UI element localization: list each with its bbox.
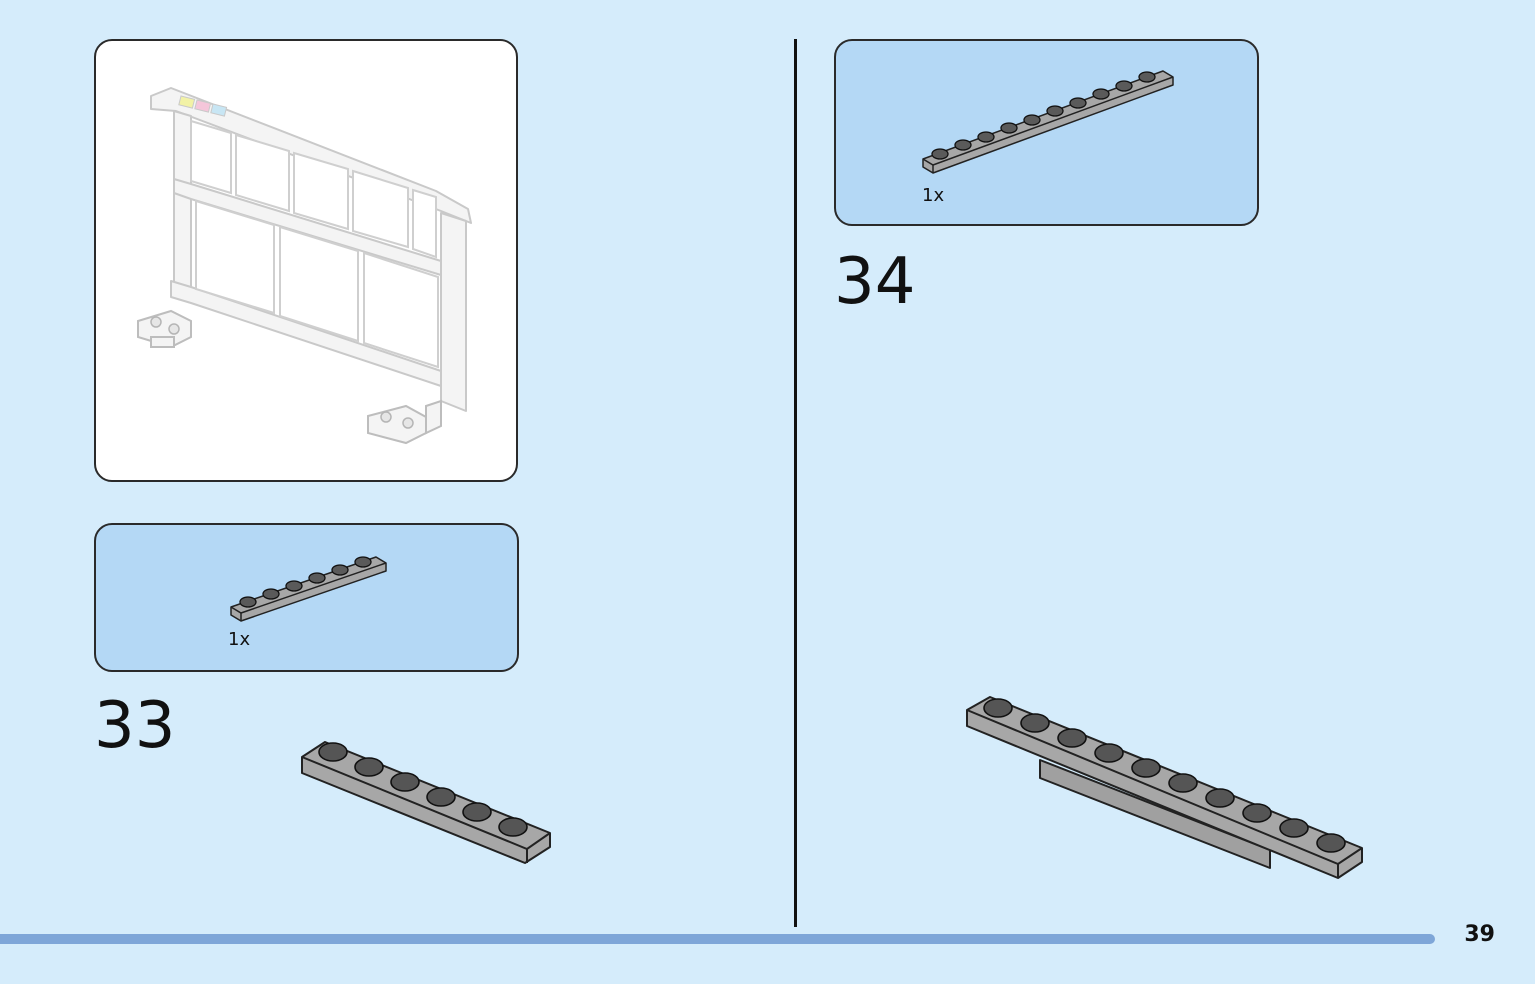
plate-1x6-assembly-image [301,741,551,864]
parts-needed-box-step-34: 1x [834,39,1259,226]
progress-bar [0,934,1435,944]
part-quantity: 1x [922,185,945,206]
model-preview-box [94,39,518,482]
plate-1x10-part-icon [922,70,1174,174]
step-number-33: 33 [94,689,176,763]
plate-1x10-assembly-image [966,696,1363,879]
wall-frame-model-image [137,87,472,445]
part-quantity: 1x [228,629,251,650]
studs [239,556,372,608]
plate-1x6-part-icon [230,556,387,622]
step-number-34: 34 [834,245,916,319]
page-divider [794,39,797,927]
page-number: 39 [1464,922,1495,947]
parts-needed-box-step-33: 1x [94,523,519,672]
